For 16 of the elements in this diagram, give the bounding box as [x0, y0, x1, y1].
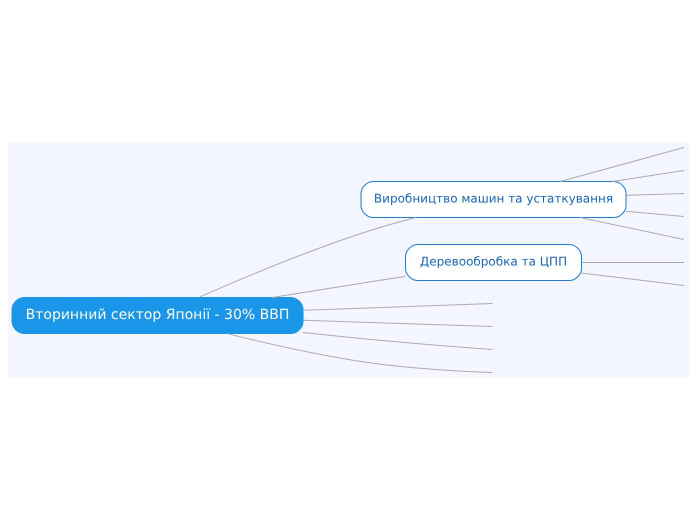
connector — [272, 276, 406, 298]
connector — [302, 320, 493, 327]
node-box: Вторинний сектор Японії - 30% ВВП — [12, 297, 304, 334]
node-box: Деревообробка та ЦПП — [405, 244, 582, 281]
connector — [626, 193, 684, 196]
connector — [581, 272, 684, 286]
connector — [302, 332, 493, 350]
connector — [579, 217, 684, 240]
connector — [612, 170, 684, 182]
connector — [226, 333, 493, 373]
connector — [198, 217, 416, 298]
node-box: Виробництво машин та устаткування — [360, 181, 626, 218]
connector — [560, 147, 684, 182]
connector — [626, 210, 684, 217]
connector — [302, 303, 493, 311]
connector — [581, 262, 684, 263]
